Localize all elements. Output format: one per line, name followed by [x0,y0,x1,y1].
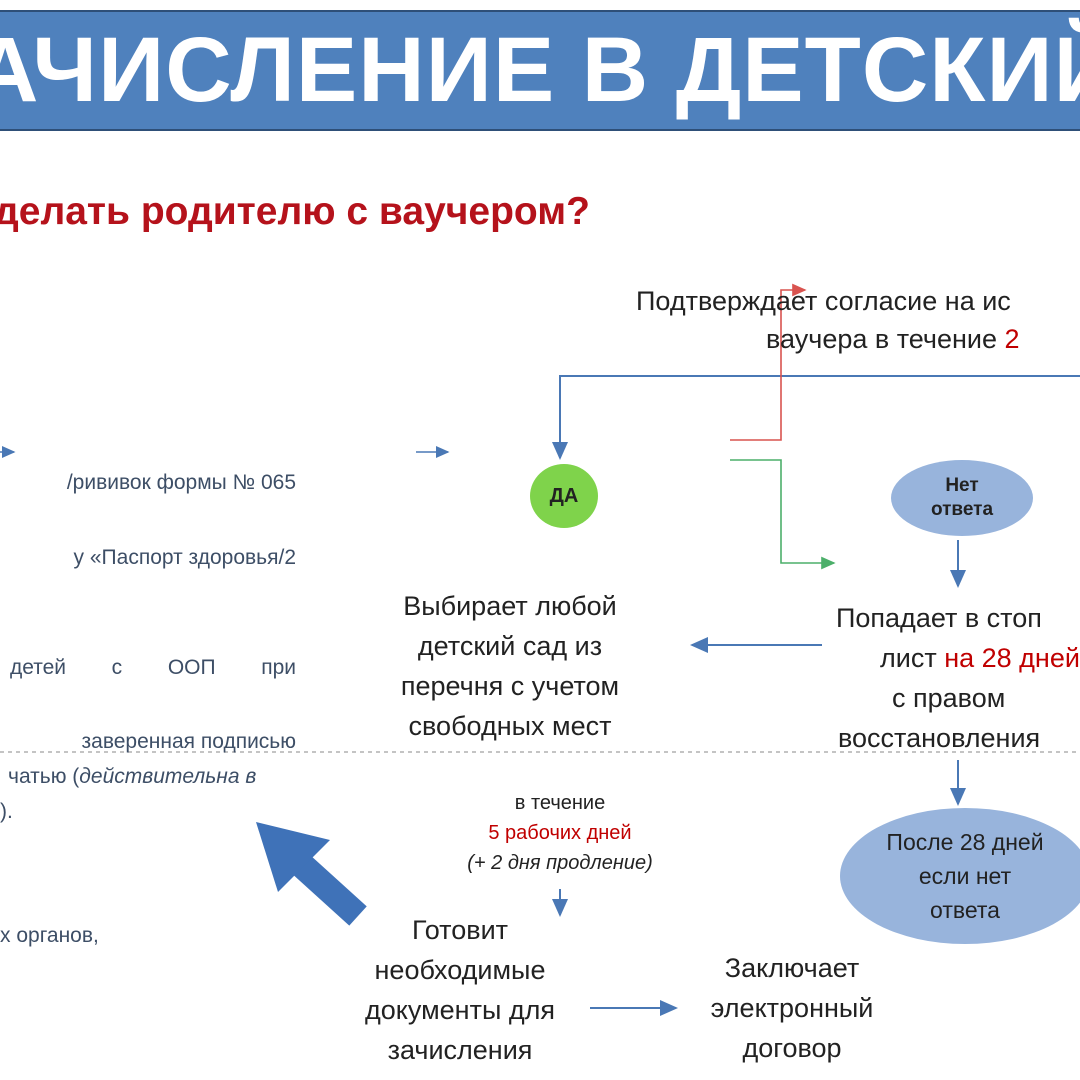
top-note-line2: ваучера в течение 2 [766,324,1020,354]
contract-text: Заключает электронный договор [710,953,874,1063]
green-connector [730,459,836,570]
left-text-line3: детей с ООП при [10,656,296,679]
yes-oval: ДА [530,464,598,528]
red-connector [730,283,807,441]
page-title: АЧИСЛЕНИЕ В ДЕТСКИЙ СА [0,19,1080,121]
left-text-line5: чатью (действительна в [8,765,257,788]
subtitle-question: делать родителю с ваучером? [0,190,590,233]
deadline-text: в течение 5 рабочих дней (+ 2 дня продле… [467,792,653,874]
left-text-line6: ). [0,800,13,823]
after-28-days-oval: После 28 дней если нет ответа [840,808,1080,944]
left-text-line7: х органов, [0,924,99,947]
left-text-line1: рививок формы № 065/ [66,471,296,494]
top-note: Подтверждает согласие на ис ваучера в те… [636,282,1080,358]
top-note-line1: Подтверждает согласие на ис [636,286,1011,316]
no-answer-oval: Нет ответа [891,460,1033,536]
arrow-to-yes [552,375,1080,460]
prepare-documents-text: Готовит необходимые документы для зачисл… [365,915,555,1065]
stop-list-text: Попадает в стоп лист на 28 дней с правом… [836,603,1080,753]
yes-label: ДА [549,484,579,507]
left-text-line4: заверенная подписью [81,730,296,753]
big-arrow-icon [256,822,367,926]
choose-kindergarten-text: Выбирает любой детский сад из перечня с … [400,591,620,741]
header-banner: АЧИСЛЕНИЕ В ДЕТСКИЙ СА [0,10,1080,131]
left-text-line2: 2/у «Паспорт здоровья [73,546,296,569]
